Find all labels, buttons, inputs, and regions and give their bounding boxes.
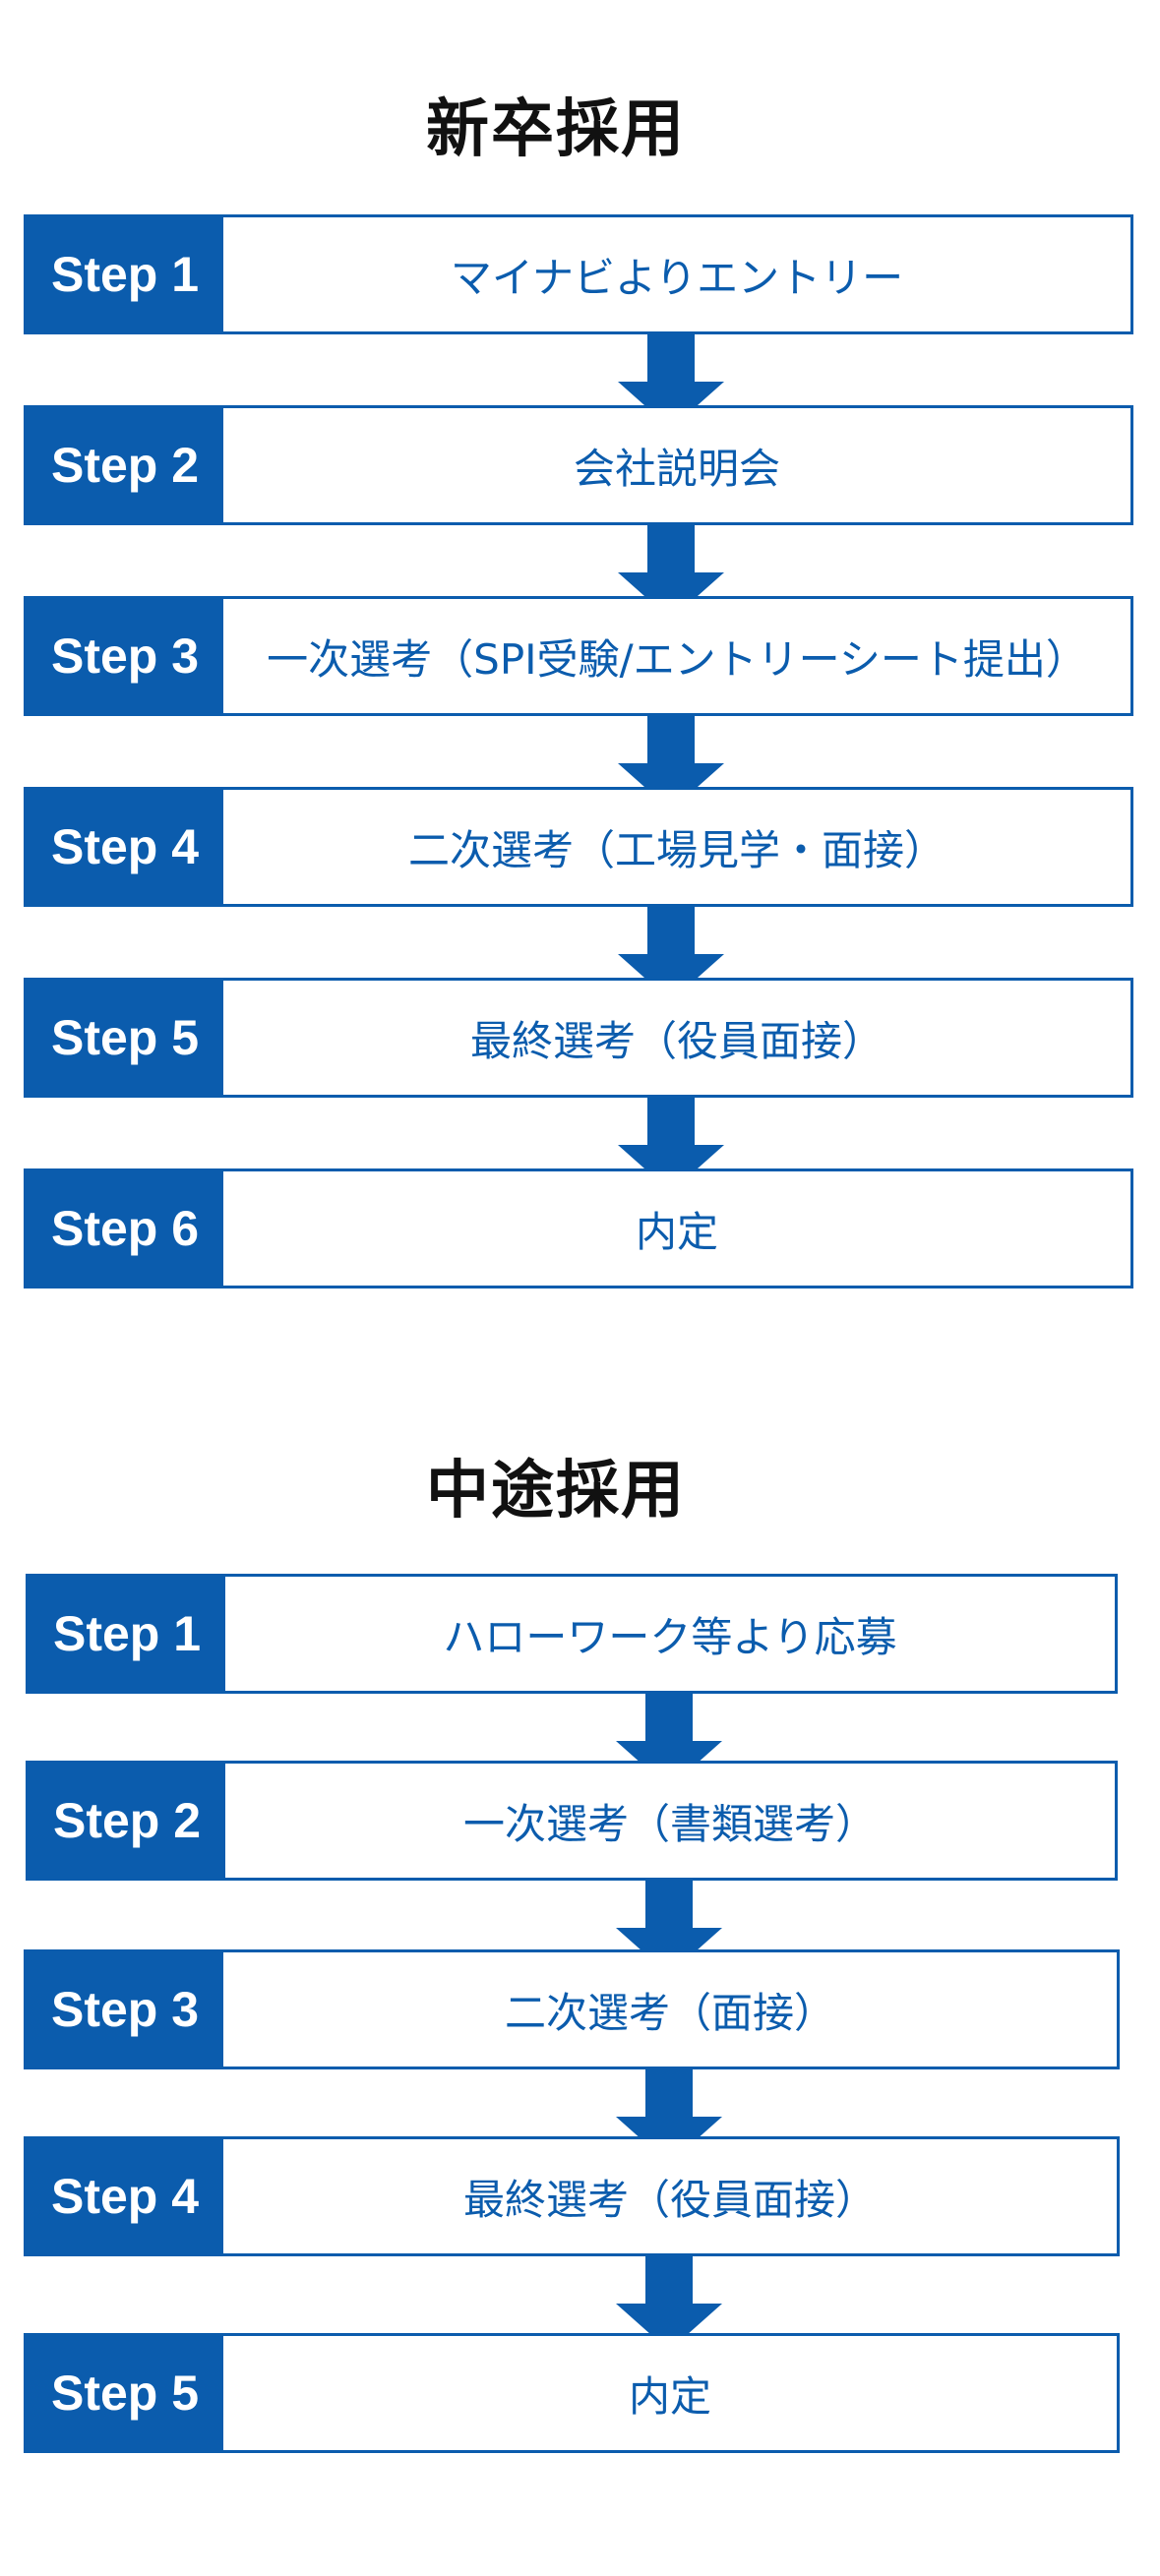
- step-label: 最終選考（役員面接）: [462, 2175, 877, 2224]
- step-badge: Step 2: [27, 408, 223, 522]
- step-badge: Step 4: [27, 790, 223, 904]
- step-label: 最終選考（役員面接）: [469, 1016, 884, 1065]
- mid-career-step-4: Step 4 最終選考（役員面接）: [24, 2136, 1120, 2256]
- step-badge: Step 3: [27, 599, 223, 713]
- step-label: 二次選考（工場見学・面接）: [407, 825, 946, 874]
- new-graduate-step-5: Step 5 最終選考（役員面接）: [24, 978, 1133, 1098]
- step-label: 内定: [628, 2371, 711, 2421]
- step-badge: Step 1: [27, 217, 223, 331]
- new-graduate-step-4: Step 4 二次選考（工場見学・面接）: [24, 787, 1133, 907]
- step-label: 内定: [635, 1207, 718, 1256]
- new-graduate-step-6: Step 6 内定: [24, 1168, 1133, 1288]
- step-badge: Step 1: [29, 1577, 225, 1691]
- mid-career-title: 中途採用: [426, 1455, 686, 1528]
- step-badge: Step 6: [27, 1171, 223, 1286]
- step-label: ハローワーク等より応募: [443, 1612, 897, 1661]
- down-arrow-icon: [616, 2256, 722, 2351]
- step-label: 会社説明会: [573, 444, 780, 493]
- new-graduate-title: 新卒採用: [426, 93, 686, 166]
- mid-career-step-3: Step 3 二次選考（面接）: [24, 1949, 1120, 2069]
- step-badge: Step 2: [29, 1764, 225, 1878]
- step-label: 一次選考（SPI受験/エントリーシート提出）: [267, 634, 1087, 684]
- step-badge: Step 5: [27, 981, 223, 1095]
- step-label: 二次選考（面接）: [504, 1988, 835, 2037]
- step-badge: Step 3: [27, 1952, 223, 2067]
- mid-career-step-1: Step 1 ハローワーク等より応募: [26, 1574, 1118, 1694]
- step-label: マイナビよりエントリー: [450, 253, 904, 302]
- new-graduate-step-2: Step 2 会社説明会: [24, 405, 1133, 525]
- new-graduate-step-1: Step 1 マイナビよりエントリー: [24, 214, 1133, 334]
- step-badge: Step 4: [27, 2139, 223, 2253]
- mid-career-step-2: Step 2 一次選考（書類選考）: [26, 1761, 1118, 1881]
- step-label: 一次選考（書類選考）: [462, 1799, 877, 1848]
- step-badge: Step 5: [27, 2336, 223, 2450]
- mid-career-step-5: Step 5 内定: [24, 2333, 1120, 2453]
- new-graduate-step-3: Step 3 一次選考（SPI受験/エントリーシート提出）: [24, 596, 1133, 716]
